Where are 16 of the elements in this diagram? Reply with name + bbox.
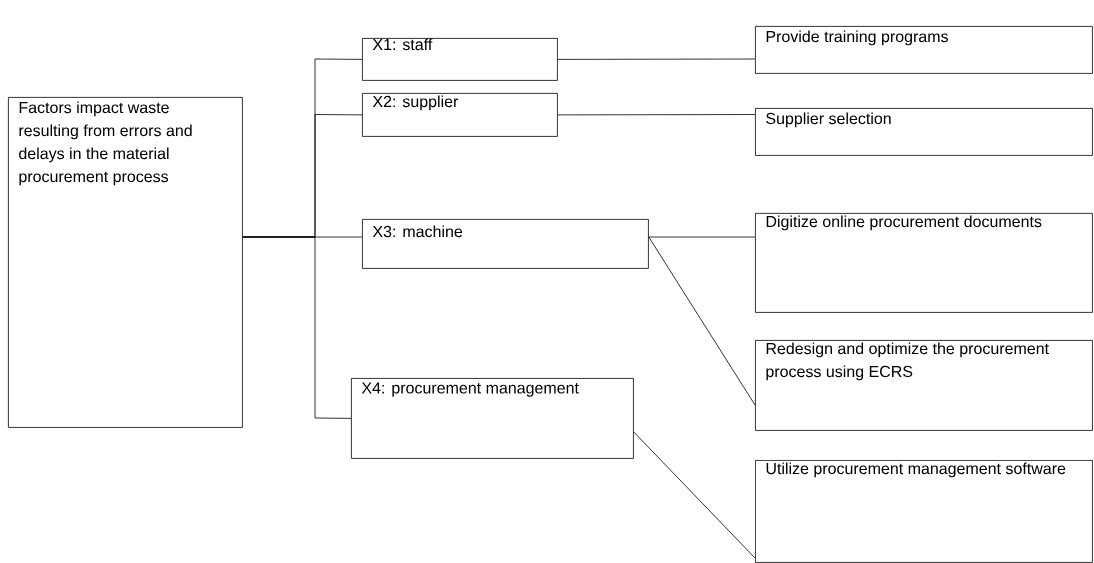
connector-line bbox=[557, 58, 756, 60]
factor-box: X4: procurement management bbox=[351, 378, 634, 459]
connector-line bbox=[242, 236, 352, 419]
connector-line bbox=[648, 236, 756, 238]
solution-box: Digitize online procurement documents bbox=[755, 213, 1093, 313]
connector-line bbox=[557, 114, 756, 116]
factor-box: X3: machine bbox=[362, 219, 649, 269]
connector-line bbox=[633, 431, 756, 559]
factor-box: X1: staff bbox=[362, 38, 558, 81]
solution-box: Utilize procurement management software bbox=[755, 460, 1093, 563]
factor-box: X2: supplier bbox=[362, 93, 558, 137]
root-box: Factors impact waste resulting from errors and delays in the material procurement process bbox=[8, 97, 243, 428]
solution-box: Provide training programs bbox=[755, 26, 1093, 74]
solution-box: Redesign and optimize the procurement process using ECRS bbox=[755, 340, 1093, 431]
connector-line bbox=[648, 236, 756, 406]
solution-box: Supplier selection bbox=[755, 108, 1093, 156]
